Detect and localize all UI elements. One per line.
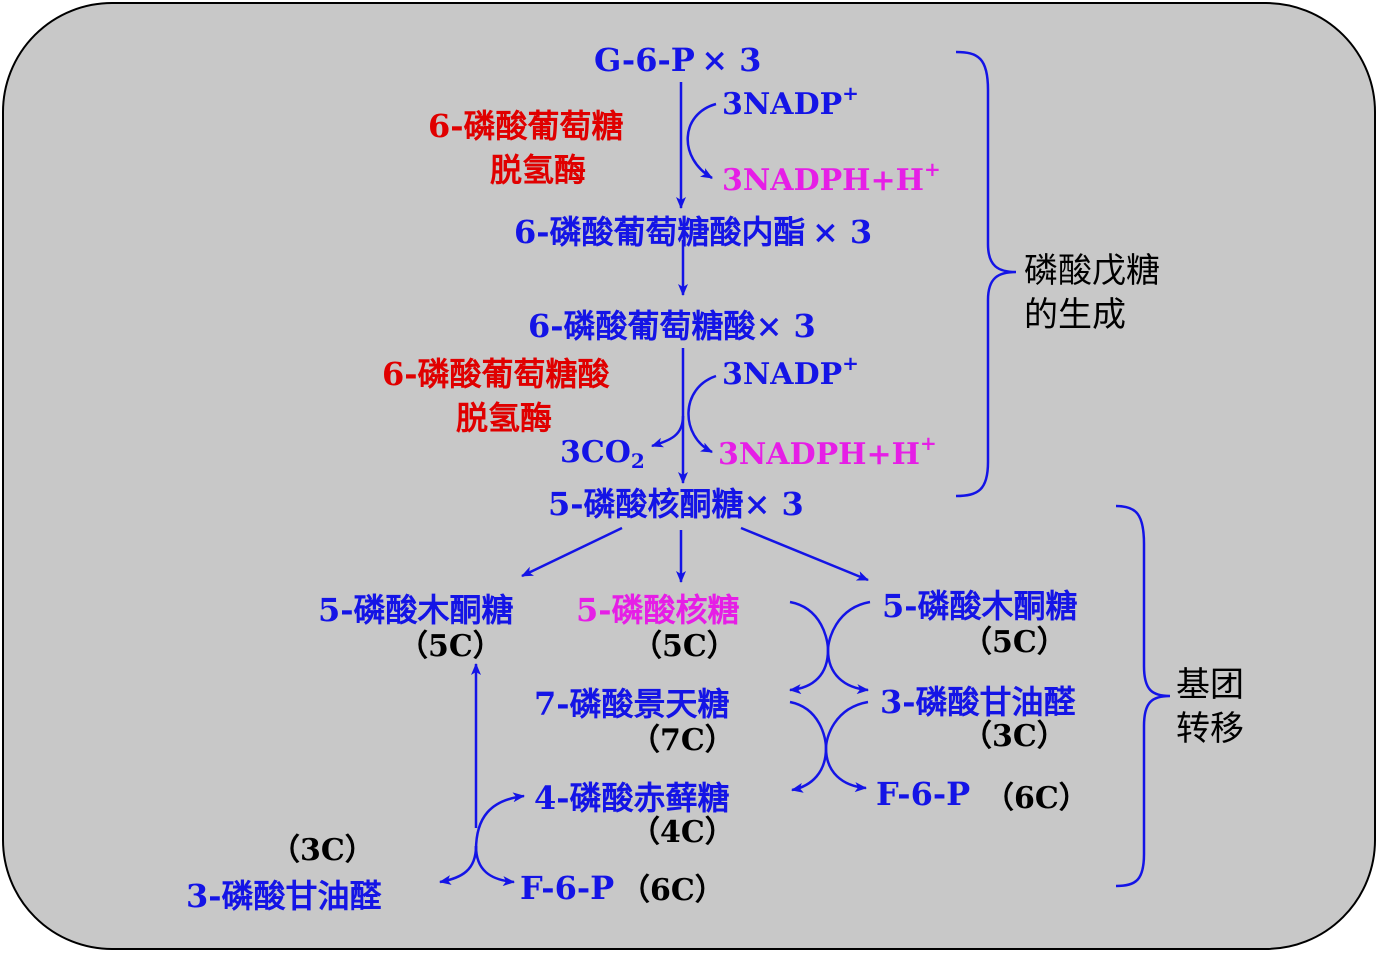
phase2-label-line2: 转移 xyxy=(1176,709,1244,749)
phase2-label-line1: 基团 xyxy=(1176,665,1244,705)
arrow-to-co2 xyxy=(651,415,685,448)
lactone-label: 6-磷酸葡萄糖酸内酯 × 3 xyxy=(514,213,873,251)
xylulose5p-right-carbon: （5C） xyxy=(962,625,1067,660)
nadph-label-1: 3NADPH+H+ xyxy=(722,157,941,198)
arrow-transaldolase-to-f6p xyxy=(789,700,867,793)
ribose5p-label: 5-磷酸核糖 xyxy=(576,591,740,629)
gluconate-label: 6-磷酸葡萄糖酸× 3 xyxy=(528,307,816,345)
ribose5p-carbon: （5C） xyxy=(632,629,737,664)
f6p-right-carbon: （6C） xyxy=(984,781,1089,816)
brace-phase1 xyxy=(955,50,1017,498)
arrow-transaldolase-to-e4p xyxy=(791,700,869,793)
f6p-bottom-carbon: （6C） xyxy=(620,873,725,908)
arrow-transketolase2-to-e4p xyxy=(474,792,525,851)
arrow-ribulose-to-xylulose-right xyxy=(740,526,869,582)
phase1-label-line2: 的生成 xyxy=(1024,295,1126,335)
brace-phase2 xyxy=(1115,504,1171,888)
enzyme-g6pd-line1: 6-磷酸葡萄糖 xyxy=(428,107,624,145)
nadph-label-2: 3NADPH+H+ xyxy=(718,431,937,472)
nadp-label-2: 3NADP+ xyxy=(722,351,859,392)
enzyme-g6pd-line2: 脱氢酶 xyxy=(490,151,587,189)
gap-right-label: 3-磷酸甘油醛 xyxy=(880,683,1076,721)
xylulose5p-left-label: 5-磷酸木酮糖 xyxy=(318,591,514,629)
g6p-label: G-6-P × 3 xyxy=(594,41,762,79)
arrow-nadp2-to-nadph2 xyxy=(687,374,717,454)
xylulose5p-right-label: 5-磷酸木酮糖 xyxy=(882,587,1078,625)
ribulose5p-label: 5-磷酸核酮糖× 3 xyxy=(548,485,804,523)
sedoheptulose7p-carbon: （7C） xyxy=(630,723,735,758)
erythrose4p-label: 4-磷酸赤藓糖 xyxy=(534,779,730,817)
arrow-ribulose-to-xylulose-left xyxy=(521,526,623,578)
gap-right-carbon: （3C） xyxy=(962,719,1067,754)
xylulose5p-left-carbon: （5C） xyxy=(398,629,503,664)
erythrose4p-carbon: （4C） xyxy=(630,815,735,850)
arrow-transketolase2-to-f6p xyxy=(474,845,515,887)
arrow-nadp1-to-nadph1 xyxy=(686,102,717,180)
nadp-label-1: 3NADP+ xyxy=(722,81,859,122)
f6p-right-label: F-6-P xyxy=(876,775,971,813)
enzyme-6pgd-line2: 脱氢酶 xyxy=(456,399,553,437)
co2-label: 3CO2 xyxy=(560,435,645,473)
arrow-transketolase2-to-gap xyxy=(439,845,478,885)
enzyme-6pgd-line1: 6-磷酸葡萄糖酸 xyxy=(382,355,610,393)
gap-bottom-carbon: （3C） xyxy=(270,833,375,868)
f6p-bottom-label: F-6-P xyxy=(520,869,615,907)
phase1-label-line1: 磷酸戊糖 xyxy=(1024,251,1160,291)
sedoheptulose7p-label: 7-磷酸景天糖 xyxy=(534,685,730,723)
arrow-transketolase1-to-s7p xyxy=(789,600,871,695)
gap-bottom-label: 3-磷酸甘油醛 xyxy=(186,877,382,915)
